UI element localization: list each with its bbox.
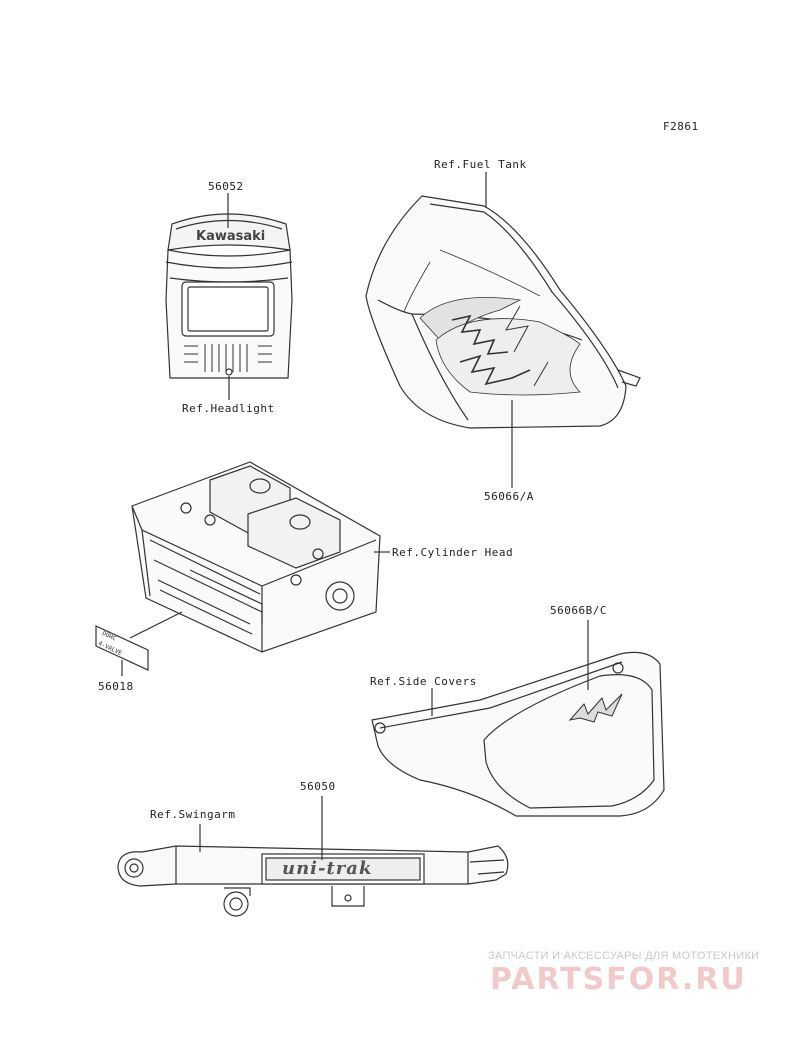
cylinder-head-part-number: 56018 (98, 680, 134, 693)
fuel-tank-drawing (365, 172, 641, 488)
figure-code: F2861 (663, 120, 699, 133)
swingarm-drawing (117, 796, 509, 917)
side-covers-part-number: 56066B/C (550, 604, 607, 617)
cylinder-head-ref: Ref.Cylinder Head (392, 546, 514, 559)
headlight-ref: Ref.Headlight (182, 402, 275, 415)
watermark-logo: PARTSFOR.RU (490, 962, 747, 997)
side-cover-drawing (371, 620, 665, 817)
swingarm-part-number: 56050 (300, 780, 336, 793)
swingarm-ref: Ref.Swingarm (150, 808, 236, 821)
headlight-cover-drawing (165, 193, 293, 400)
fuel-tank-ref: Ref.Fuel Tank (434, 158, 527, 171)
headlight-part-number: 56052 (208, 180, 244, 193)
side-covers-ref: Ref.Side Covers (370, 675, 477, 688)
fuel-tank-part-number: 56066/A (484, 490, 534, 503)
watermark-tagline: ЗАПЧАСТИ И АКСЕССУАРЫ ДЛЯ МОТОТЕХНИКИ (488, 950, 760, 962)
unitrak-decal: uni-trak (282, 858, 373, 879)
cylinder-head-drawing (95, 461, 390, 676)
headlight-decal: Kawasaki (196, 229, 266, 244)
